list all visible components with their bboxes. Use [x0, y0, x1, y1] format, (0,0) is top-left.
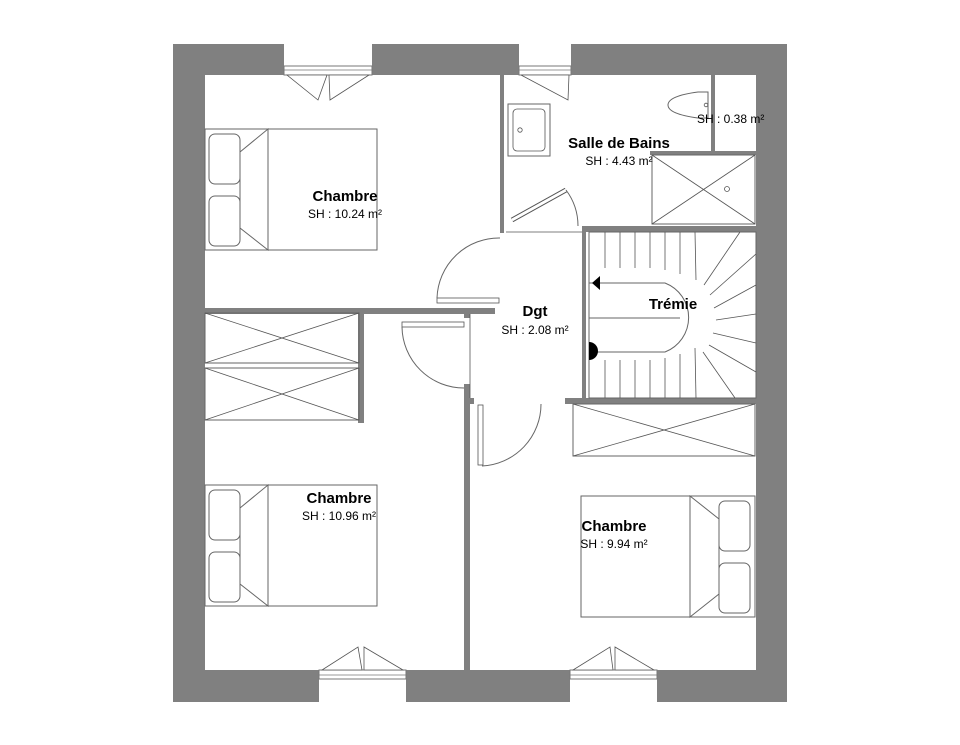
door-chambre-1 [436, 236, 506, 304]
staircase [588, 231, 757, 399]
toilet [667, 91, 709, 119]
wardrobe-3 [572, 403, 756, 457]
room-label-wc: SH : 0.38 m² [697, 112, 764, 126]
room-label-salle-de-bains: Salle de Bains SH : 4.43 m² [568, 135, 670, 168]
window-bottom-right [569, 646, 658, 680]
bed-chambre-1 [204, 127, 378, 252]
wardrobe-2 [204, 367, 360, 421]
sink [507, 103, 551, 157]
room-name: Chambre [312, 188, 377, 205]
door-chambre-2 [401, 318, 470, 389]
window-bottom-left [318, 646, 407, 680]
door-bathroom [504, 187, 582, 232]
room-label-dgt: Dgt SH : 2.08 m² [501, 303, 568, 337]
room-area: SH : 9.94 m² [580, 537, 647, 551]
room-area: SH : 0.38 m² [697, 112, 764, 126]
room-name: Trémie [649, 296, 697, 313]
room-area: SH : 10.96 m² [302, 509, 376, 523]
window-top-chambre [283, 65, 373, 101]
room-label-chambre-2: Chambre SH : 10.96 m² [302, 490, 376, 523]
room-area: SH : 10.24 m² [308, 207, 382, 221]
room-name: Chambre [306, 490, 371, 507]
room-name: Chambre [581, 518, 646, 535]
room-name: Dgt [523, 303, 548, 320]
room-label-chambre-3: Chambre SH : 9.94 m² [580, 518, 647, 551]
room-area: SH : 2.08 m² [501, 323, 568, 337]
window-top-bathroom [518, 65, 572, 101]
bed-chambre-2 [204, 483, 378, 608]
door-chambre-3 [477, 398, 542, 467]
interior-walls [205, 75, 756, 670]
shower [651, 154, 756, 225]
room-name: Salle de Bains [568, 135, 670, 152]
bed-chambre-3 [580, 494, 756, 619]
room-label-chambre-1: Chambre SH : 10.24 m² [308, 188, 382, 221]
wardrobe-1 [204, 312, 360, 364]
room-area: SH : 4.43 m² [585, 154, 652, 168]
dgt-outline [469, 231, 582, 398]
room-label-tremie: Trémie [649, 296, 697, 313]
